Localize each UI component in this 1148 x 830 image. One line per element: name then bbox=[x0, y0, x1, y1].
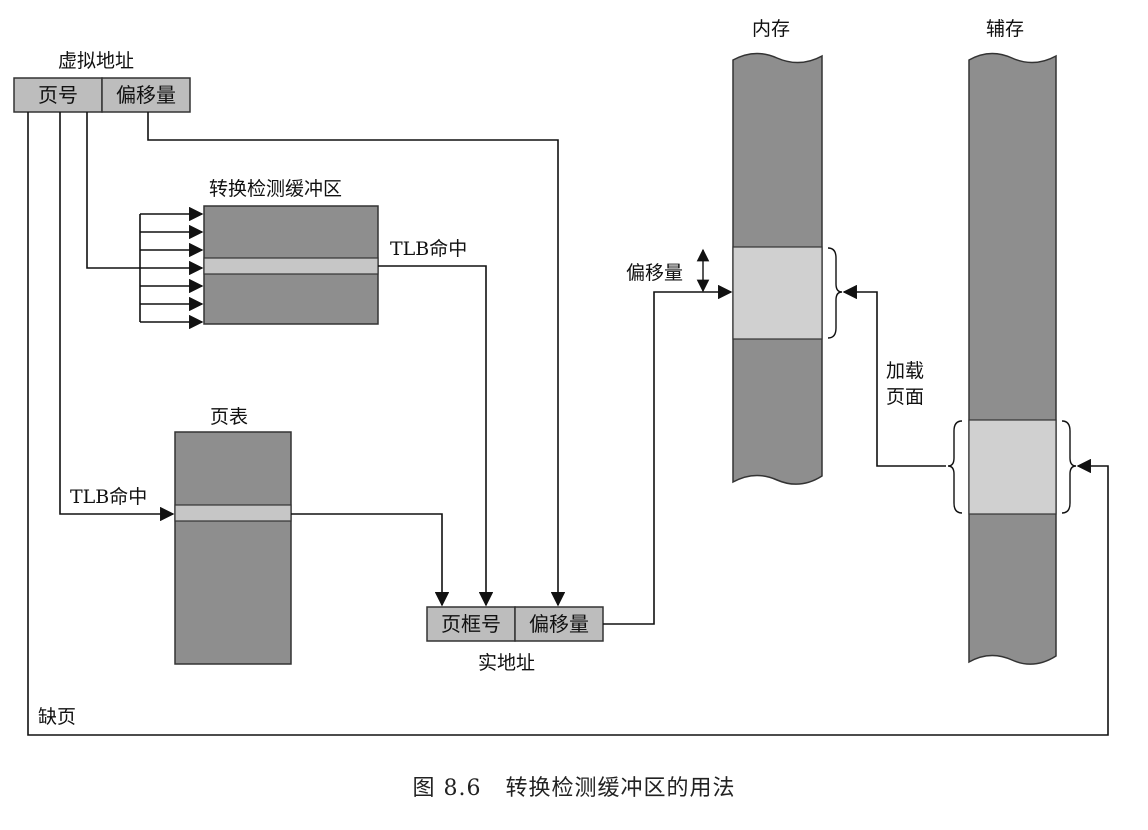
frame-number-cell: 页框号 bbox=[441, 612, 501, 636]
page-fault-label: 缺页 bbox=[38, 706, 77, 728]
page-table-label: 页表 bbox=[210, 406, 249, 428]
real-address-box bbox=[426, 606, 604, 642]
page-table-box bbox=[174, 431, 292, 665]
offset-cell: 偏移量 bbox=[116, 83, 176, 107]
connection-lines bbox=[27, 112, 1109, 736]
secondary-storage-label: 辅存 bbox=[986, 18, 1025, 40]
memory-offset-label: 偏移量 bbox=[626, 262, 684, 284]
real-address-label: 实地址 bbox=[478, 652, 536, 674]
figure-caption: 图 8.6 转换检测缓冲区的用法 bbox=[0, 770, 1148, 802]
figure-caption-text: 转换检测缓冲区的用法 bbox=[505, 776, 736, 801]
main-memory-label: 内存 bbox=[752, 18, 791, 40]
figure-number: 图 8.6 bbox=[412, 776, 482, 801]
secondary-storage-column bbox=[947, 52, 1077, 665]
tlb-hit-label-1: TLB命中 bbox=[390, 238, 468, 260]
main-memory-column bbox=[696, 52, 843, 485]
load-page-label-line1: 加载 bbox=[886, 360, 925, 382]
page-number-cell: 页号 bbox=[38, 83, 78, 107]
load-page-label-line2: 页面 bbox=[886, 386, 925, 408]
virtual-address-box bbox=[13, 77, 191, 113]
tlb-hit-label-2: TLB命中 bbox=[70, 486, 148, 508]
real-offset-cell: 偏移量 bbox=[529, 612, 589, 636]
tlb-label: 转换检测缓冲区 bbox=[209, 178, 343, 200]
tlb-box bbox=[203, 205, 379, 325]
virtual-address-label: 虚拟地址 bbox=[58, 50, 135, 72]
